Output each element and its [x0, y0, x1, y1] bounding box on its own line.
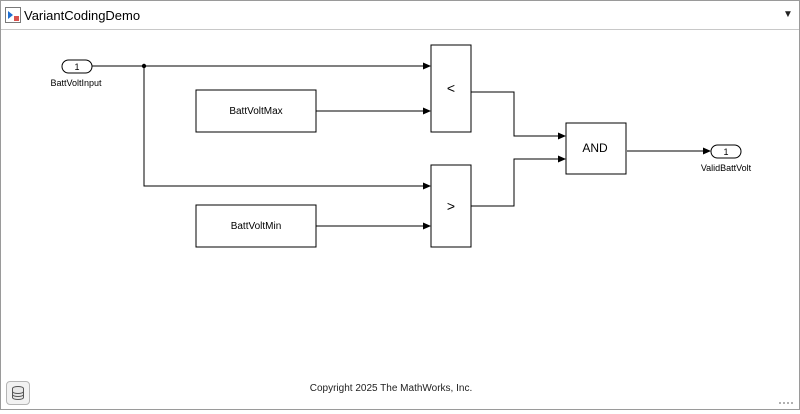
signal-line-branch-to-gt[interactable] [143, 66, 431, 190]
outport-block[interactable]: 1 [710, 144, 742, 159]
inport-block[interactable]: 1 [61, 59, 93, 74]
less-than-operator: < [447, 80, 455, 96]
relational-operator-less-than[interactable]: < [430, 44, 472, 133]
inport-number: 1 [74, 62, 79, 72]
outport-label: ValidBattVolt [701, 163, 752, 173]
database-icon [12, 386, 24, 400]
resize-grip-icon[interactable] [778, 400, 796, 406]
constant-max-label: BattVoltMax [229, 106, 282, 117]
model-name[interactable]: VariantCodingDemo [24, 8, 141, 23]
model-title-bar: VariantCodingDemo ▼ [1, 1, 799, 30]
chevron-down-icon[interactable]: ▼ [783, 9, 793, 20]
constant-block-max[interactable]: BattVoltMax [195, 89, 317, 133]
inport-label: BattVoltInput [50, 78, 102, 88]
constant-min-label: BattVoltMin [231, 221, 282, 232]
logical-and-block[interactable]: AND [565, 122, 627, 175]
outport-number: 1 [723, 147, 728, 157]
model-data-button[interactable] [6, 381, 30, 405]
and-operator: AND [582, 141, 608, 155]
constant-block-min[interactable]: BattVoltMin [195, 204, 317, 248]
signal-line-gt-to-and[interactable] [471, 155, 566, 207]
block-diagram: 1 BattVoltInput BattVoltMax BattVoltMin … [50, 44, 752, 248]
branch-point [141, 63, 147, 69]
copyright-annotation: Copyright 2025 The MathWorks, Inc. [309, 383, 473, 394]
greater-than-operator: > [447, 198, 455, 214]
simulink-model-icon [5, 7, 21, 23]
diagram-canvas[interactable]: 1 BattVoltInput BattVoltMax BattVoltMin … [1, 30, 799, 409]
relational-operator-greater-than[interactable]: > [430, 164, 472, 248]
signal-line-lt-to-and[interactable] [471, 91, 566, 140]
